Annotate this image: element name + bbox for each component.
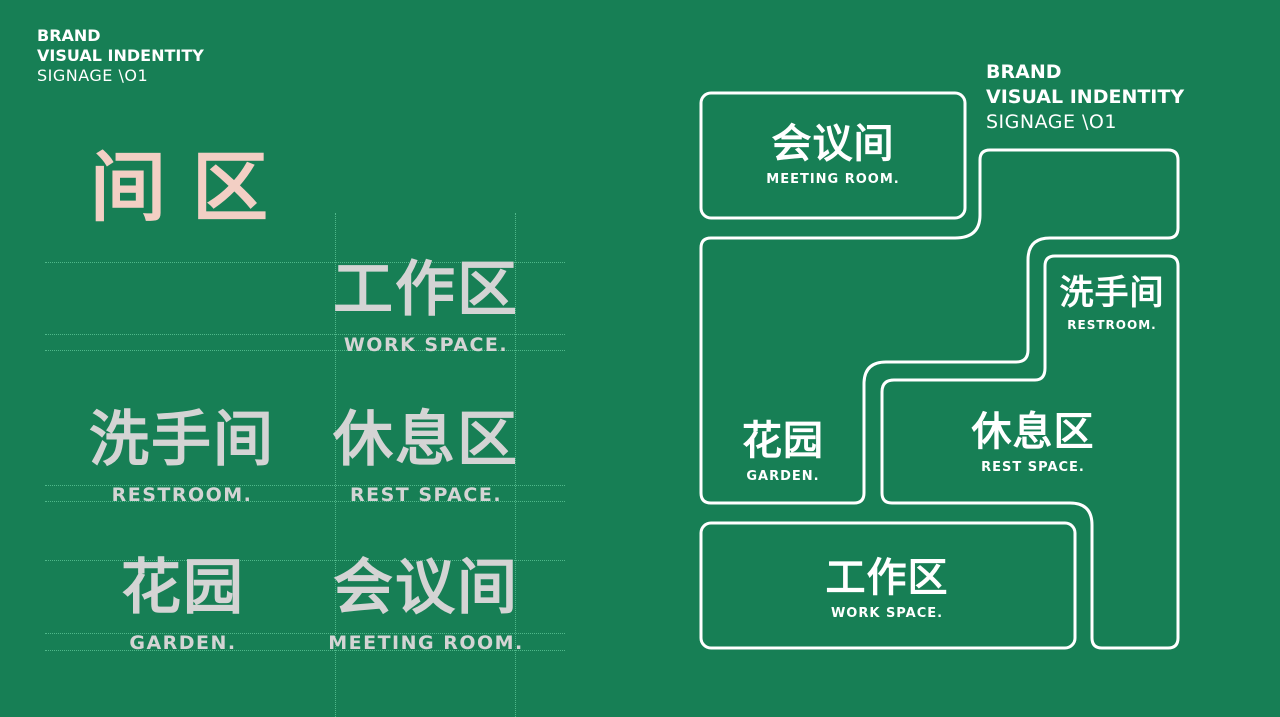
guide-line <box>45 350 565 351</box>
grid-sign-meeting: 会议间 MEETING ROOM. <box>328 558 524 654</box>
sign-cn: 休息区 <box>333 405 519 475</box>
map-sign-garden: 花园 GARDEN. <box>742 421 824 484</box>
guide-line <box>45 560 565 561</box>
brand-label: BRAND <box>986 61 1062 83</box>
sign-cn: 会议间 <box>332 553 519 623</box>
guide-line <box>45 334 565 335</box>
guide-line <box>45 262 565 263</box>
grid-sign-restroom: 洗手间 RESTROOM. <box>89 410 275 506</box>
sign-cn: 洗手间 <box>89 405 275 475</box>
sign-en: GARDEN. <box>746 469 820 484</box>
map-sign-work: 工作区 WORK SPACE. <box>826 558 949 621</box>
sign-en: MEETING ROOM. <box>766 172 900 187</box>
meeting-room-outline <box>699 91 967 220</box>
sign-en: RESTROOM. <box>1067 318 1157 332</box>
sign-cn: 工作区 <box>333 255 519 325</box>
guide-line-vertical <box>335 213 336 717</box>
guide-line <box>45 633 565 634</box>
header-left: BRAND VISUAL INDENTITY SIGNAGE \O1 <box>37 26 204 86</box>
glyph-sample-jian: 间 <box>90 143 166 232</box>
signage-label: SIGNAGE \O1 <box>986 111 1117 133</box>
sign-en: WORK SPACE. <box>343 334 509 356</box>
garden-area-outline <box>699 148 1180 505</box>
sign-en: RESTROOM. <box>111 484 253 506</box>
guide-line <box>45 501 565 502</box>
guide-line-vertical <box>515 213 516 717</box>
brand-label: BRAND <box>37 26 101 45</box>
grid-sign-garden: 花园 GARDEN. <box>121 558 245 654</box>
grid-sign-rest: 休息区 REST SPACE. <box>333 410 519 506</box>
rest-area-outline <box>880 254 1180 650</box>
signage-label: SIGNAGE \O1 <box>37 66 149 85</box>
map-sign-restroom: 洗手间 RESTROOM. <box>1060 276 1165 332</box>
work-space-outline <box>699 521 1077 650</box>
sign-cn: 洗手间 <box>1059 273 1165 313</box>
sign-cn: 休息区 <box>971 409 1095 455</box>
glyph-sample-qu: 区 <box>192 143 268 232</box>
sign-cn: 会议间 <box>771 121 895 167</box>
identity-label: VISUAL INDENTITY <box>986 86 1185 108</box>
guide-line <box>45 650 565 651</box>
header-right: BRAND VISUAL INDENTITY SIGNAGE \O1 <box>986 60 1184 135</box>
sign-en: REST SPACE. <box>981 460 1085 475</box>
grid-sign-work: 工作区 WORK SPACE. <box>333 260 519 356</box>
guide-line <box>45 485 565 486</box>
sign-cn: 花园 <box>742 418 824 464</box>
sign-en: WORK SPACE. <box>830 606 944 621</box>
identity-label: VISUAL INDENTITY <box>37 46 204 65</box>
sign-cn: 花园 <box>121 553 245 623</box>
sign-en: GARDEN. <box>129 632 237 654</box>
sign-en: REST SPACE. <box>349 484 503 506</box>
sign-cn: 工作区 <box>825 555 949 601</box>
map-sign-meeting: 会议间 MEETING ROOM. <box>766 124 899 187</box>
map-sign-rest: 休息区 REST SPACE. <box>972 412 1095 475</box>
sign-en: MEETING ROOM. <box>328 632 524 654</box>
